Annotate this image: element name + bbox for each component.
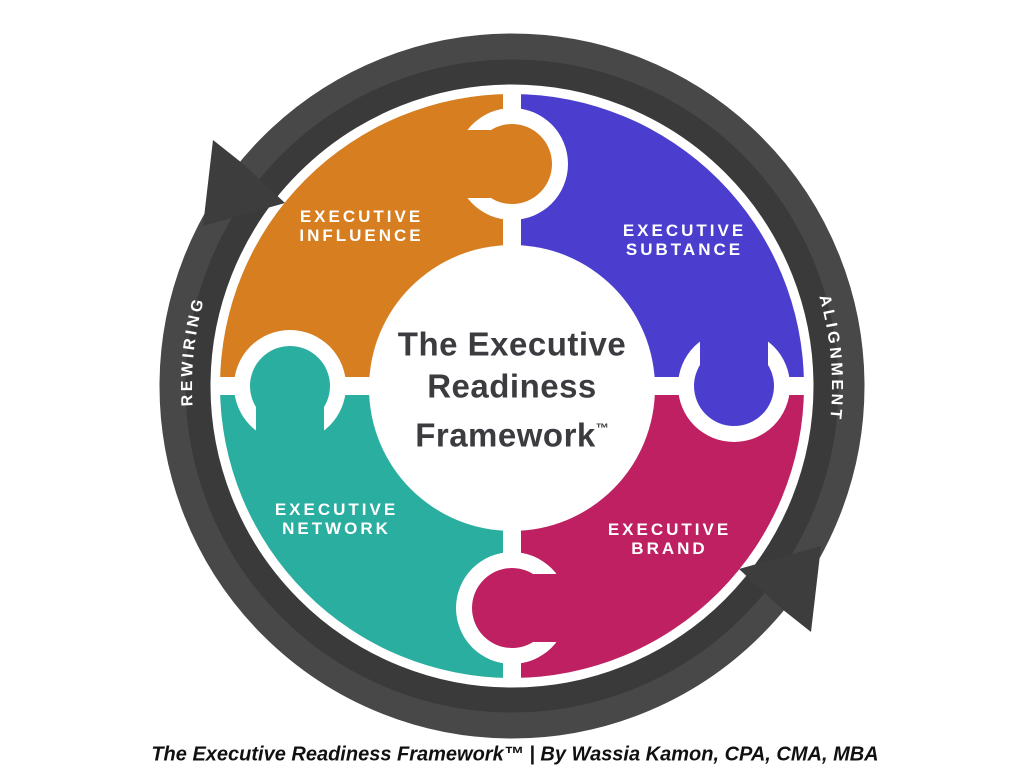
arrowhead-bottom-right-icon	[739, 546, 821, 632]
label-line: NETWORK	[282, 519, 391, 538]
cycle-ring	[159, 33, 865, 739]
center-title-line3: Framework™	[415, 416, 609, 454]
label-line: EXECUTIVE	[299, 207, 424, 226]
knob-substance	[694, 346, 774, 426]
center-title-line1: The Executive	[397, 325, 627, 363]
label-line: SUBTANCE	[625, 240, 744, 259]
knob-brand	[472, 568, 552, 648]
label-line: EXECUTIVE	[607, 520, 732, 539]
arrowhead-top-left-icon	[203, 140, 285, 226]
puzzle-pieces	[220, 94, 804, 678]
label-line: BRAND	[631, 539, 708, 558]
label-executive-influence: EXECUTIVE INFLUENCE	[296, 207, 423, 245]
center-title-line2: Readiness	[427, 367, 597, 405]
center-circle	[369, 245, 655, 531]
knob-network	[250, 346, 330, 426]
label-executive-network: EXECUTIVE NETWORK	[272, 500, 398, 538]
label-line: EXECUTIVE	[622, 221, 747, 240]
label-line: INFLUENCE	[299, 226, 424, 245]
label-executive-brand: EXECUTIVE BRAND	[605, 520, 731, 558]
trademark-symbol: ™	[595, 420, 609, 436]
cycle-ring-outer-band	[159, 33, 865, 739]
cycle-ring-inner-band	[185, 59, 839, 713]
label-executive-substance: EXECUTIVE SUBTANCE	[620, 221, 746, 259]
label-line: EXECUTIVE	[274, 500, 399, 519]
center-title: The Executive Readiness Framework™	[362, 324, 662, 457]
knob-influence	[472, 124, 552, 204]
footer-caption: The Executive Readiness Framework™ | By …	[151, 743, 879, 766]
